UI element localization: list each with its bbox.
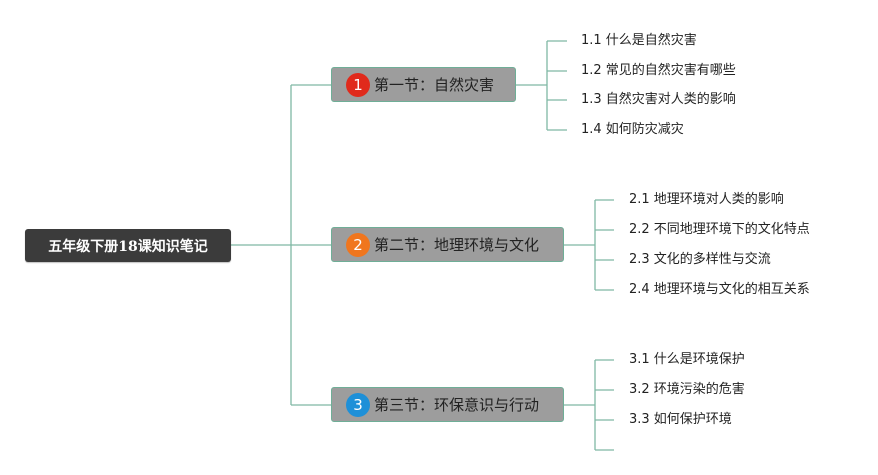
root-node[interactable]: 五年级下册18课知识笔记 xyxy=(25,229,231,262)
number-badge-2: 2 xyxy=(346,232,370,257)
leaf-item[interactable]: 1.4 如何防灾减灾 xyxy=(581,122,684,137)
leaf-item[interactable]: 2.4 地理环境与文化的相互关系 xyxy=(629,282,810,297)
section-2-leaf-ticks xyxy=(595,199,614,291)
leaf-item[interactable]: 3.2 环境污染的危害 xyxy=(629,382,745,397)
leaf-item[interactable]: 1.2 常见的自然灾害有哪些 xyxy=(581,63,736,78)
section-title-2: 第二节：地理环境与文化 xyxy=(374,236,540,254)
leaf-item[interactable]: 1.3 自然灾害对人类的影响 xyxy=(581,92,736,107)
number-badge-1: 1 xyxy=(346,72,370,97)
leaf-item[interactable]: 2.3 文化的多样性与交流 xyxy=(629,252,771,267)
leaf-item[interactable]: 3.1 什么是环境保护 xyxy=(629,352,745,367)
leaf-item[interactable]: 2.1 地理环境对人类的影响 xyxy=(629,192,784,207)
section-node-2[interactable]: 2 第二节：地理环境与文化 xyxy=(331,227,564,262)
leaf-item[interactable]: 1.1 什么是自然灾害 xyxy=(581,33,697,48)
section-3-leaf-ticks xyxy=(595,359,614,451)
section-title-1: 第一节：自然灾害 xyxy=(374,76,495,94)
leaf-item[interactable]: 2.2 不同地理环境下的文化特点 xyxy=(629,222,810,237)
number-badge-3: 3 xyxy=(346,392,370,417)
root-title: 五年级下册18课知识笔记 xyxy=(48,238,208,255)
section-1-leaf-ticks xyxy=(547,40,567,131)
section-title-3: 第三节：环保意识与行动 xyxy=(374,396,540,414)
section-node-1[interactable]: 1 第一节：自然灾害 xyxy=(331,67,516,102)
leaf-item[interactable]: 3.3 如何保护环境 xyxy=(629,412,732,427)
section-node-3[interactable]: 3 第三节：环保意识与行动 xyxy=(331,387,564,422)
